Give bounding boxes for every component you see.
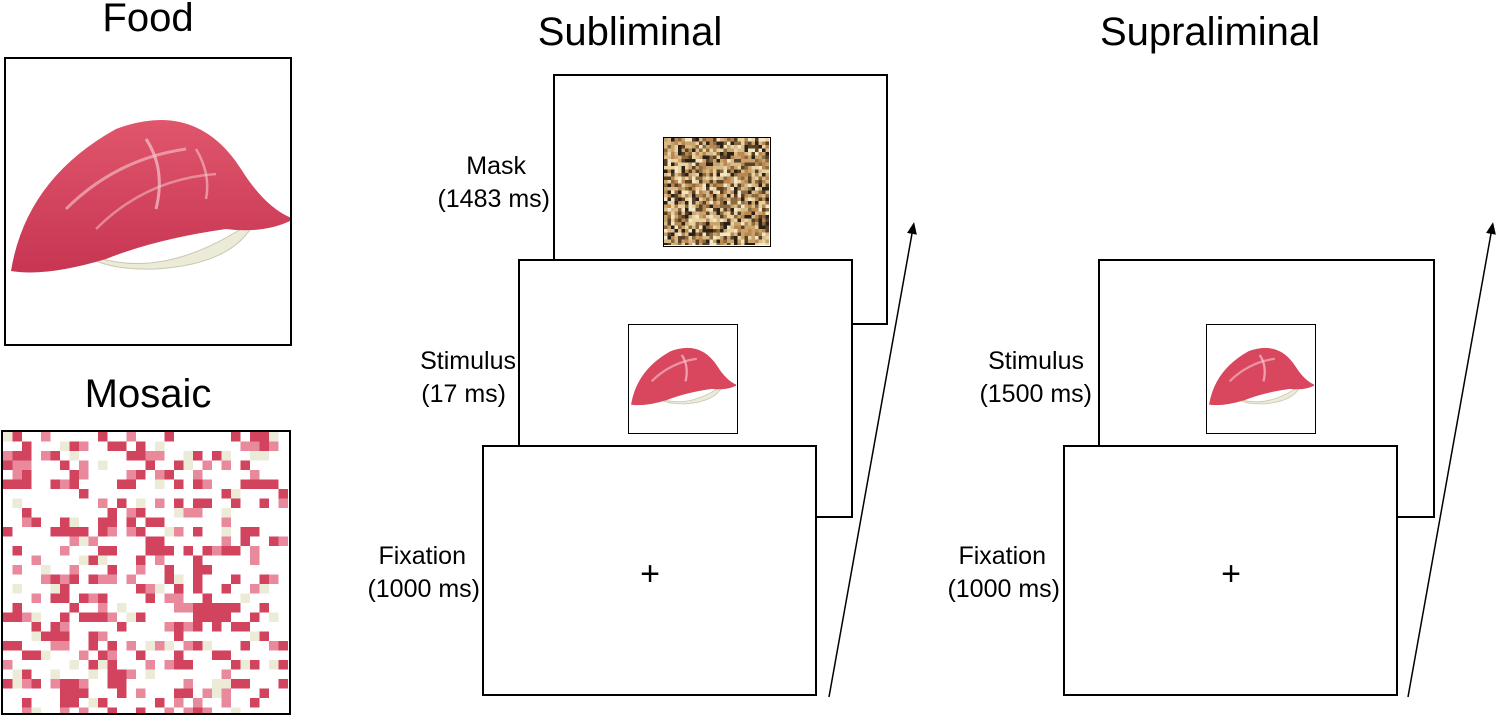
mask-label-group: Mask (1483 ms) (370, 150, 550, 215)
mask-image-frame (663, 137, 771, 247)
sushi-image-small (1209, 347, 1314, 406)
subliminal-fixation-frame: + (482, 445, 817, 696)
mosaic-image-frame (1, 430, 291, 715)
fixation-cross: + (640, 555, 660, 593)
supraliminal-fixation-label-group: Fixation (1000 ms) (880, 540, 1060, 605)
stimulus-label: Stimulus (420, 347, 516, 375)
supraliminal-title: Supraliminal (1099, 10, 1321, 54)
supraliminal-fixation-frame: + (1063, 445, 1398, 696)
supraliminal-stimulus-label-group: Stimulus (1500 ms) (900, 345, 1092, 410)
fixation-duration: (1000 ms) (947, 574, 1060, 603)
subliminal-stimulus-image-frame (628, 324, 738, 434)
subliminal-fixation-label-group: Fixation (1000 ms) (300, 540, 480, 605)
noise-mask-image (664, 138, 769, 245)
fixation-cross: + (1221, 555, 1241, 593)
food-image-frame (4, 57, 292, 346)
sushi-image-small (631, 347, 736, 406)
fixation-label: Fixation (958, 542, 1046, 570)
mosaic-title: Mosaic (84, 372, 212, 416)
stimulus-duration: (1500 ms) (979, 379, 1092, 408)
stimulus-label: Stimulus (988, 347, 1084, 375)
food-title: Food (102, 0, 194, 40)
subliminal-time-arrow (828, 222, 917, 698)
supraliminal-time-arrow (1407, 222, 1496, 698)
subliminal-stimulus-label-group: Stimulus (17 ms) (330, 345, 516, 410)
fixation-duration: (1000 ms) (367, 574, 480, 603)
mosaic-image (3, 432, 288, 713)
fixation-label: Fixation (378, 542, 466, 570)
stimulus-duration: (17 ms) (421, 379, 506, 408)
mask-label: Mask (466, 152, 526, 180)
sushi-image (11, 120, 290, 273)
mask-duration: (1483 ms) (437, 184, 550, 213)
subliminal-title: Subliminal (537, 10, 723, 54)
supraliminal-stimulus-image-frame (1206, 324, 1316, 434)
